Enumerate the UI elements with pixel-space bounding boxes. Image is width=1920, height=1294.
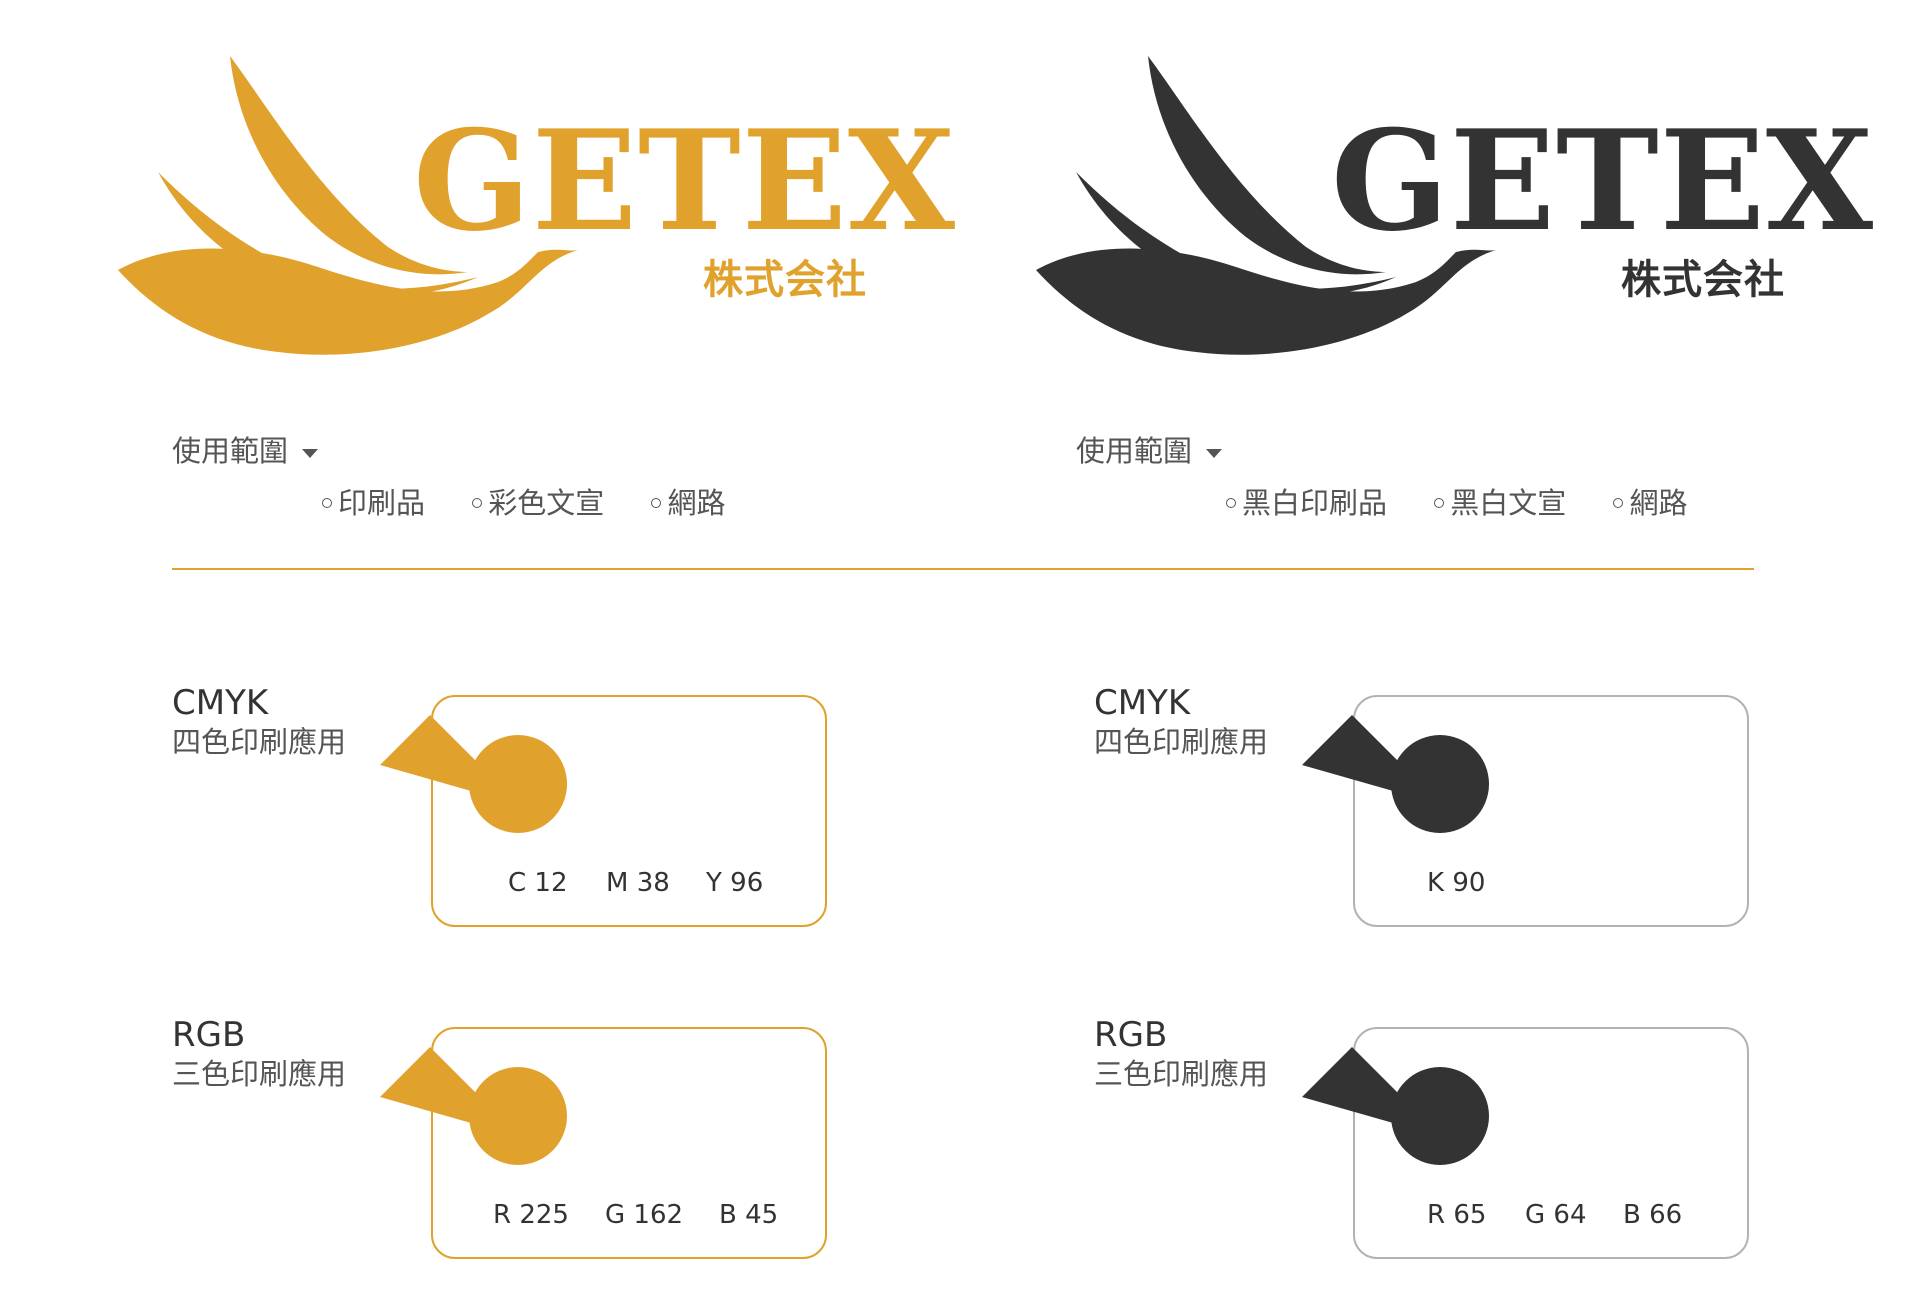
- mode-title: CMYK: [172, 683, 269, 723]
- mode-subtitle: 四色印刷應用: [1094, 725, 1269, 759]
- swatch-card: [431, 1027, 827, 1259]
- scope-items-mono: 黑白印刷品 黑白文宣 網路: [1226, 480, 1725, 522]
- section-divider: [172, 568, 1754, 570]
- logo-wings-icon: [118, 56, 578, 355]
- swatch-values: K 90: [1427, 868, 1486, 898]
- color-swatch-pointer-icon: [380, 1047, 567, 1165]
- bullet-icon: [1226, 498, 1236, 508]
- scope-item: 網路: [651, 480, 725, 522]
- mode-title: RGB: [1094, 1015, 1168, 1055]
- scope-label-text: 使用範圍: [172, 434, 289, 468]
- bullet-icon: [651, 498, 662, 508]
- mode-title: RGB: [172, 1015, 246, 1055]
- bullet-icon: [1434, 498, 1445, 508]
- mono-swatch-pointer-icon: [1302, 715, 1489, 833]
- logo-wordmark: GETEX: [413, 99, 956, 262]
- scope-label-mono: 使用範圍: [1076, 428, 1223, 470]
- bullet-icon: [472, 498, 483, 508]
- mode-subtitle: 四色印刷應用: [172, 725, 347, 759]
- bullet-icon: [322, 498, 332, 508]
- logo-wordmark: GETEX: [1331, 99, 1874, 262]
- scope-item: 黑白文宣: [1434, 480, 1566, 522]
- caret-down-icon: [302, 448, 319, 458]
- scope-item: 網路: [1613, 480, 1687, 522]
- bullet-icon: [1613, 498, 1624, 508]
- logo-subtitle: 株式会社: [1621, 256, 1785, 303]
- scope-label-text: 使用範圍: [1076, 434, 1193, 468]
- scope-label-color: 使用範圍: [172, 428, 319, 470]
- scope-item: 印刷品: [322, 480, 425, 522]
- logo-mono: GETEX 株式会社: [1036, 52, 1873, 355]
- caret-down-icon: [1206, 448, 1223, 458]
- scope-items-color: 印刷品 彩色文宣 網路: [322, 480, 763, 522]
- logo-subtitle: 株式会社: [703, 256, 867, 303]
- mode-subtitle: 三色印刷應用: [1094, 1057, 1269, 1091]
- logo-color: GETEX 株式会社: [118, 52, 955, 355]
- mono-swatch-pointer-icon: [1302, 1047, 1489, 1165]
- logo-wings-mono-icon: [1036, 56, 1496, 355]
- color-swatch-pointer-icon: [380, 715, 567, 833]
- mode-subtitle: 三色印刷應用: [172, 1057, 347, 1091]
- scope-item: 彩色文宣: [472, 480, 604, 522]
- scope-item: 黑白印刷品: [1226, 480, 1387, 522]
- mode-title: CMYK: [1094, 683, 1191, 723]
